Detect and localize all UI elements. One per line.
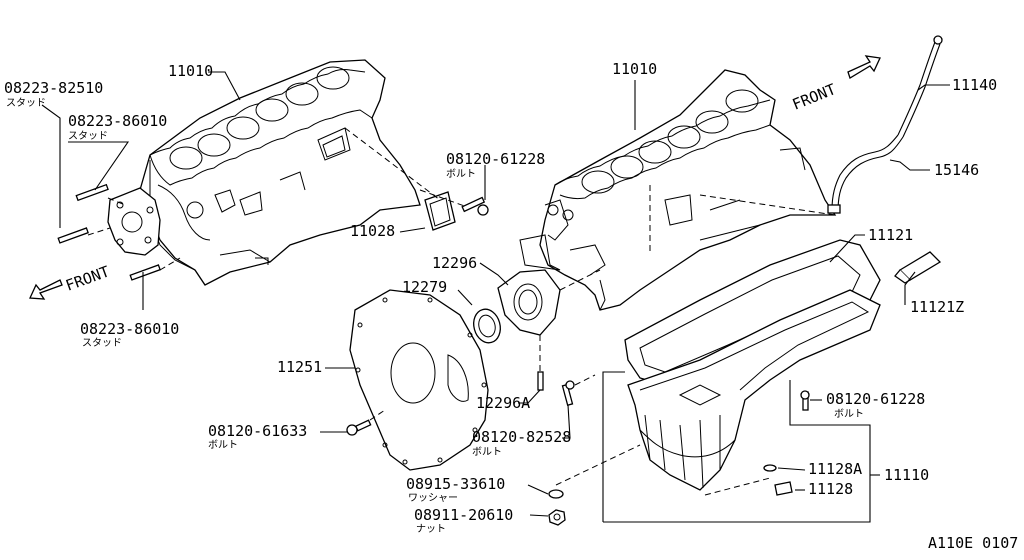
stud-lower[interactable] (129, 264, 161, 281)
label-stud-c-jp: スタッド (82, 337, 122, 349)
nut-08911-20610[interactable] (548, 509, 566, 526)
label-bolt-61633-jp: ボルト (208, 439, 238, 451)
label-gauge-11140: 11140 (952, 76, 997, 94)
dipstick-11140[interactable] (897, 35, 943, 138)
label-gasket-11028: 11028 (350, 222, 395, 240)
bolt-08120-61633[interactable] (346, 419, 372, 436)
left-front-plate[interactable] (107, 187, 161, 256)
right-cylinder-block[interactable] (519, 69, 837, 311)
rear-oil-seal-retainer-12296[interactable] (497, 269, 561, 336)
gasket-11028[interactable] (424, 191, 456, 231)
bolt-upper[interactable] (461, 196, 489, 216)
washer-08915-33610[interactable] (548, 489, 564, 499)
label-block-left: 11010 (168, 62, 213, 80)
front-arrow-right-icon (847, 55, 881, 79)
drain-washer-11128a[interactable] (763, 464, 777, 472)
label-bolt-pan: 08120-61228 (826, 390, 925, 408)
rear-plate-11251[interactable] (349, 289, 489, 471)
left-cylinder-block[interactable] (139, 59, 421, 286)
bolt-08120-82528[interactable] (561, 380, 575, 406)
label-bolt-12296a: 12296A (476, 394, 530, 412)
stud-upper[interactable] (75, 183, 109, 202)
label-stud-b: 08223-86010 (68, 112, 167, 130)
label-bolt-82528: 08120-82528 (472, 428, 571, 446)
label-bolt-top: 08120-61228 (446, 150, 545, 168)
label-washer-jp: ワッシャー (408, 493, 458, 504)
label-nut-jp: ナット (416, 523, 446, 535)
label-bolt-pan-jp: ボルト (834, 408, 864, 420)
label-stud-a: 08223-82510 (4, 79, 103, 97)
bolt-12296a[interactable] (537, 371, 544, 391)
label-stud-a-jp: スタッド (6, 97, 46, 109)
label-seal-12279: 12279 (402, 278, 447, 296)
front-arrow-left-icon (29, 279, 63, 300)
label-bolt-82528-jp: ボルト (472, 446, 502, 458)
label-nut: 08911-20610 (414, 506, 513, 524)
label-plug-11128: 11128 (808, 480, 853, 498)
oil-pan-11110[interactable] (627, 289, 881, 491)
drain-plug-11128[interactable] (774, 481, 793, 496)
sealant-tube-11121z[interactable] (894, 251, 942, 284)
label-front-right: FRONT (790, 80, 839, 114)
oil-seal-12279[interactable] (470, 306, 504, 346)
label-stud-c: 08223-86010 (80, 320, 179, 338)
label-plate-11251: 11251 (277, 358, 322, 376)
label-pan-11110: 11110 (884, 466, 929, 484)
bolt-pan-08120-61228[interactable] (800, 390, 810, 411)
label-washer: 08915-33610 (406, 475, 505, 493)
label-seal-12296: 12296 (432, 254, 477, 272)
dipstick-tube-15146[interactable] (827, 134, 904, 214)
label-sealant-11121z: 11121Z (910, 298, 964, 316)
label-gasket-11121: 11121 (868, 226, 913, 244)
diagram-code: A110E 0107 (928, 534, 1018, 552)
label-tube-15146: 15146 (934, 161, 979, 179)
label-front-left: FRONT (63, 262, 112, 294)
label-stud-b-jp: スタッド (68, 130, 108, 142)
label-bolt-top-jp: ボルト (446, 168, 476, 180)
label-plug-11128a: 11128A (808, 460, 862, 478)
label-bolt-61633: 08120-61633 (208, 422, 307, 440)
stud-middle[interactable] (57, 227, 89, 244)
label-block-right: 11010 (612, 60, 657, 78)
